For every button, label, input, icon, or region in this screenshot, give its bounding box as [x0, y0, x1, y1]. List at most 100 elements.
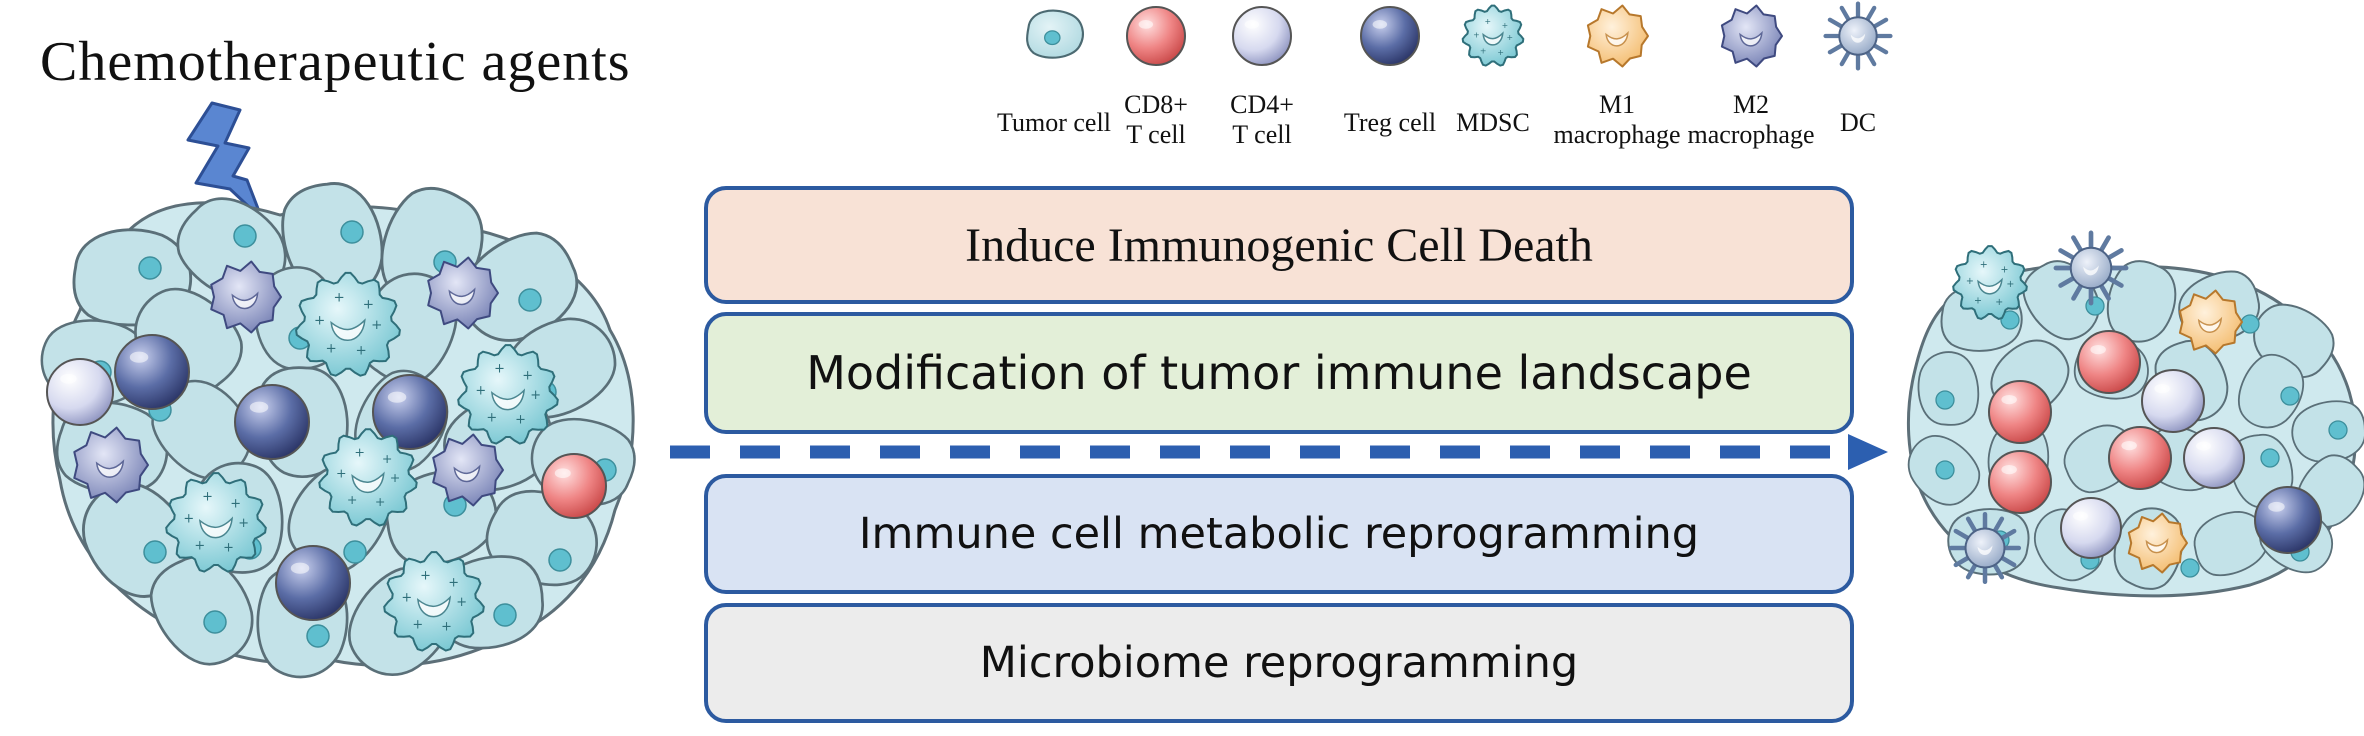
svg-text:+: + [1480, 47, 1487, 56]
mechanism-label: Microbiome reprogramming [979, 638, 1579, 688]
t-cell-cd4 [2183, 427, 2245, 489]
diagram-title: Chemotherapeutic agents [40, 31, 631, 93]
tumor-nucleus [233, 224, 257, 248]
svg-text:+: + [1980, 260, 1988, 271]
svg-text:+: + [486, 410, 497, 425]
tumor-nucleus [2240, 314, 2260, 334]
treg-cell [372, 374, 448, 450]
svg-text:+: + [1974, 296, 1982, 307]
svg-text:+: + [420, 569, 431, 584]
svg-text:+: + [238, 516, 249, 531]
svg-text:+: + [336, 466, 347, 481]
svg-text:+: + [530, 388, 541, 403]
tumor-nucleus [340, 220, 364, 244]
svg-text:+: + [390, 470, 401, 485]
svg-text:+: + [412, 617, 423, 632]
tumor-cell-icon [1026, 9, 1084, 59]
t-cell-cd4 [2141, 369, 2205, 433]
svg-text:+: + [333, 291, 344, 306]
t-cell-cd8 [2108, 426, 2172, 490]
tumor-nucleus [2180, 558, 2200, 578]
svg-text:+: + [375, 494, 386, 509]
t-cell-cd8 [541, 453, 607, 519]
svg-text:+: + [441, 620, 452, 635]
dendritic-cell [1948, 511, 2022, 585]
svg-text:+: + [1485, 17, 1492, 26]
treg-cell [2254, 486, 2322, 554]
svg-text:+: + [363, 298, 374, 313]
svg-text:+: + [1473, 30, 1480, 39]
legend-label-m1-macrophage: M1 macrophage [1553, 90, 1681, 149]
treg-cell [275, 545, 351, 621]
svg-text:+: + [382, 451, 393, 466]
mdsc-icon: ++++++ [1461, 4, 1525, 67]
mechanism-label: Modification of tumor immune landscape [806, 346, 1752, 400]
m1-macrophage-icon [1586, 4, 1649, 68]
tumor-cell [149, 555, 254, 666]
m2-macrophage [427, 256, 499, 330]
cd8-t-cell-icon [1126, 6, 1186, 66]
svg-text:+: + [194, 538, 205, 553]
mechanism-label: Immune cell metabolic reprogramming [858, 509, 1700, 559]
svg-text:+: + [522, 369, 533, 384]
svg-text:+: + [1995, 297, 2003, 308]
treg-cell [234, 384, 310, 460]
tumor-nucleus [2280, 386, 2300, 406]
treg-cell-icon [1360, 6, 1420, 66]
m1-macrophage [2127, 512, 2188, 574]
svg-text:+: + [223, 541, 234, 556]
m1-macrophage [2178, 289, 2243, 355]
svg-text:+: + [1497, 48, 1504, 57]
legend-label-tumor-cell: Tumor cell [997, 108, 1111, 137]
tumor-nucleus [548, 548, 572, 572]
svg-text:+: + [202, 490, 213, 505]
mdsc: ++++++ [383, 551, 485, 652]
mechanism-box-immune-landscape: Modification of tumor immune landscape [704, 312, 1854, 434]
tumor-nucleus [2328, 420, 2348, 440]
m2-macrophage [432, 433, 504, 507]
tumor-nucleus [203, 610, 227, 634]
legend-label-dc: DC [1839, 108, 1877, 137]
svg-text:+: + [1966, 276, 1974, 287]
svg-text:+: + [494, 362, 505, 377]
tumor-cell [2237, 353, 2304, 429]
tumor-nucleus [493, 603, 517, 627]
lightning-bolt-icon [186, 101, 264, 221]
legend-label-cd8-t-cell: CD8+ T cell [1124, 90, 1188, 149]
t-cell-cd8 [2077, 330, 2141, 394]
svg-text:+: + [314, 314, 325, 329]
tumor-nucleus [1935, 460, 1955, 480]
mdsc: ++++++ [318, 428, 418, 527]
mdsc: ++++++ [457, 344, 559, 445]
svg-text:+: + [448, 576, 459, 591]
svg-text:+: + [347, 492, 358, 507]
svg-text:+: + [515, 413, 526, 428]
tumor-cell [1917, 351, 1980, 426]
svg-text:+: + [1502, 21, 1509, 30]
t-cell-cd4 [2060, 497, 2122, 559]
mechanism-box-metabolic: Immune cell metabolic reprogramming [704, 474, 1854, 594]
svg-text:+: + [325, 341, 336, 356]
t-cell-cd8 [1988, 380, 2052, 444]
mdsc: ++++++ [295, 271, 401, 377]
tumor-mass-before: ++++++++++++++++++++++++++++++ [40, 182, 636, 679]
tumor-nucleus [138, 256, 162, 280]
svg-text:+: + [354, 444, 365, 459]
dendritic-cell [2053, 230, 2129, 306]
tumor-nucleus [143, 540, 167, 564]
mechanism-label: Induce Immunogenic Cell Death [965, 218, 1593, 272]
svg-text:+: + [230, 497, 241, 512]
t-cell-cd4 [46, 358, 114, 426]
dc-icon [1823, 1, 1893, 71]
mechanism-box-microbiome: Microbiome reprogramming [704, 603, 1854, 723]
treatment-arrow [670, 434, 1888, 470]
svg-text:+: + [1507, 33, 1514, 42]
mdsc: ++++++ [165, 472, 267, 573]
m2-macrophage [73, 426, 149, 504]
tumor-nucleus [1935, 390, 1955, 410]
tumor-nucleus [306, 624, 330, 648]
cd4-t-cell-icon [1232, 6, 1292, 66]
svg-text:+: + [371, 318, 382, 333]
svg-text:+: + [2006, 279, 2014, 290]
mechanism-box-icd: Induce Immunogenic Cell Death [704, 186, 1854, 304]
